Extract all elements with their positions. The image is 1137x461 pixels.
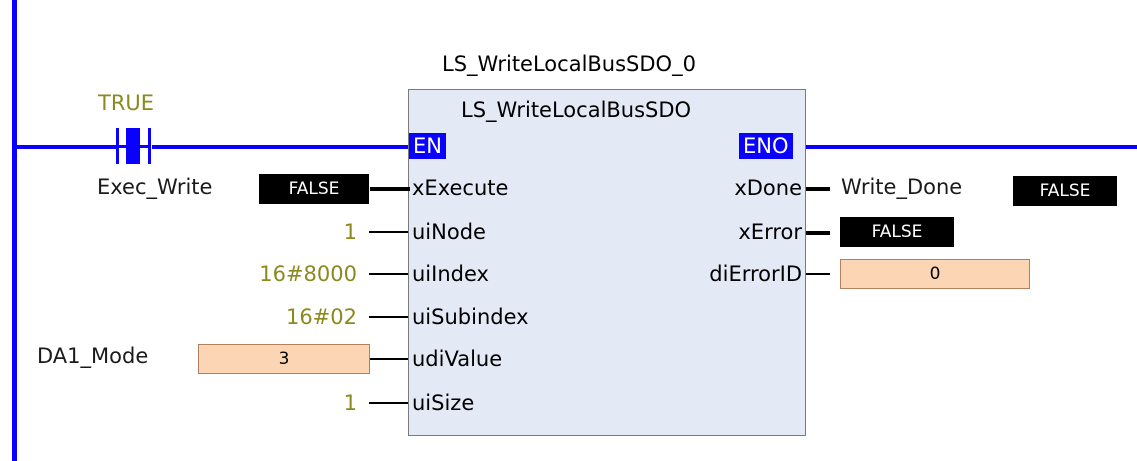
wire-uisubindex xyxy=(369,316,408,318)
mode-variable[interactable]: DA1_Mode xyxy=(37,344,149,368)
eno-pin: ENO xyxy=(739,133,793,159)
left-power-rail xyxy=(12,0,17,461)
block-instance-name: LS_WriteLocalBusSDO_0 xyxy=(442,52,696,76)
pin-uisubindex: uiSubindex xyxy=(412,305,529,329)
wire-udivalue xyxy=(370,358,408,360)
write-done-variable[interactable]: Write_Done xyxy=(841,175,963,199)
wire-dierrorid xyxy=(806,273,830,275)
en-pin: EN xyxy=(409,133,446,159)
block-type-name: LS_WriteLocalBusSDO xyxy=(461,98,692,122)
wire-xexecute xyxy=(370,187,410,191)
index-constant[interactable]: 16#8000 xyxy=(259,262,357,286)
pin-uiindex: uiIndex xyxy=(412,262,489,286)
dierrorid-online-value[interactable]: 0 xyxy=(840,259,1030,289)
pin-xerror: xError xyxy=(738,220,802,244)
contact-element[interactable] xyxy=(114,126,154,166)
write-done-online-value[interactable]: FALSE xyxy=(1013,176,1117,206)
pin-xexecute: xExecute xyxy=(412,176,509,200)
contact-icon xyxy=(116,128,151,164)
size-constant[interactable]: 1 xyxy=(343,391,357,415)
pin-udivalue: udiValue xyxy=(412,347,503,371)
contact-value-label: TRUE xyxy=(98,91,155,115)
node-constant[interactable]: 1 xyxy=(343,220,357,244)
wire-xdone xyxy=(806,187,830,191)
power-line-right xyxy=(806,145,1137,149)
pin-xdone: xDone xyxy=(734,176,802,200)
mode-online-value[interactable]: 3 xyxy=(198,344,370,374)
wire-uiindex xyxy=(369,273,408,275)
wire-uinode xyxy=(369,231,408,233)
subindex-constant[interactable]: 16#02 xyxy=(285,305,357,329)
pin-uinode: uiNode xyxy=(412,220,486,244)
power-line-left xyxy=(12,145,116,149)
pin-dierrorid: diErrorID xyxy=(709,262,802,286)
pin-uisize: uiSize xyxy=(412,391,475,415)
exec-write-variable[interactable]: Exec_Write xyxy=(97,175,213,199)
xerror-online-value[interactable]: FALSE xyxy=(840,217,954,247)
exec-write-online-value[interactable]: FALSE xyxy=(259,174,369,204)
power-line-mid xyxy=(152,145,409,149)
wire-xerror xyxy=(806,231,830,235)
wire-uisize xyxy=(369,402,408,404)
